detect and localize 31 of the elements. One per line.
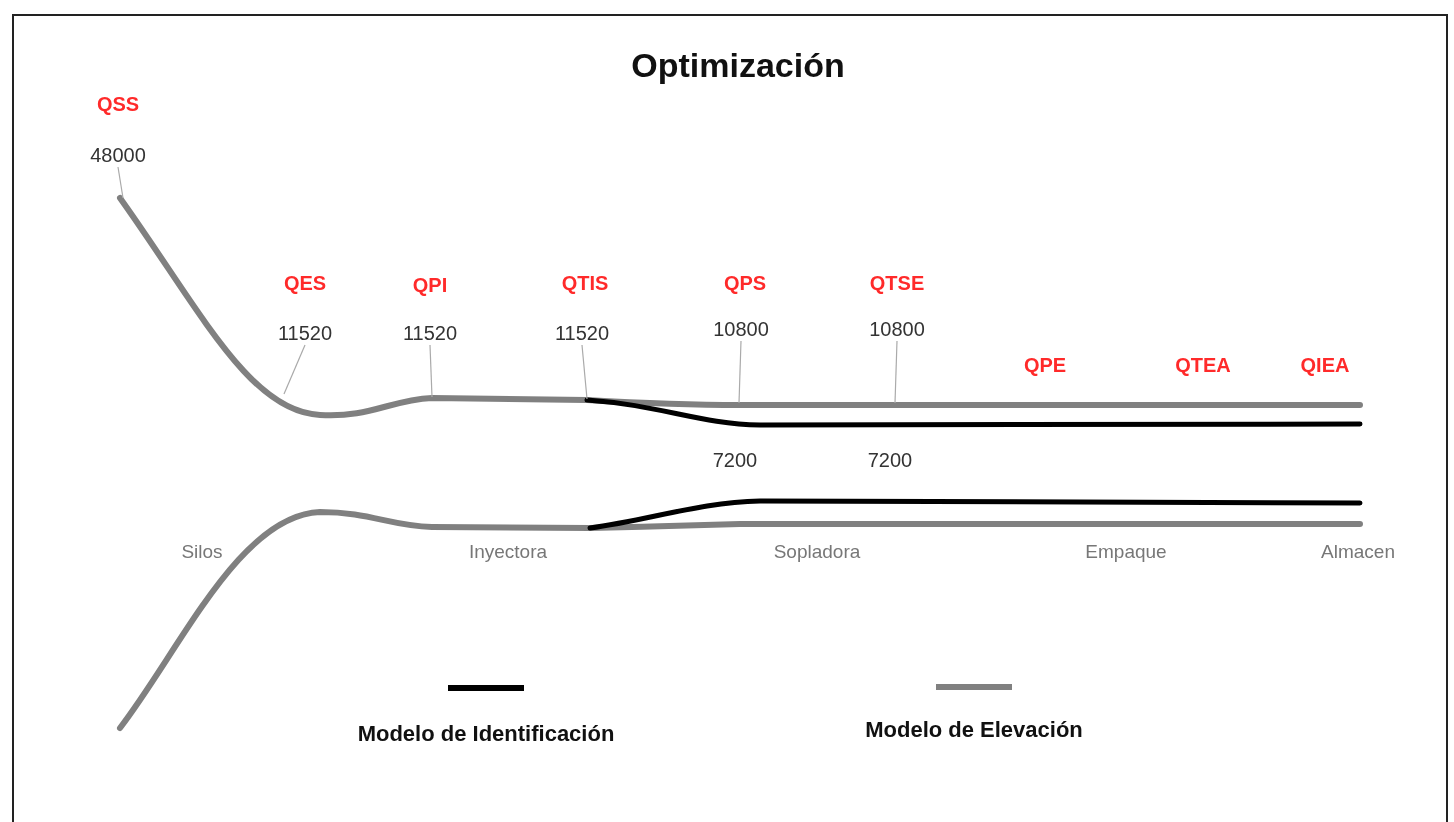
data-value: 11520	[402, 321, 458, 345]
leader-line	[429, 344, 433, 398]
variable-label: QTSE	[868, 271, 926, 295]
variable-label: QPI	[411, 273, 449, 297]
data-value: 7200	[866, 448, 914, 472]
stage-label: Silos	[180, 540, 224, 564]
leader-line	[738, 340, 742, 404]
legend-text: Modelo de Elevación	[864, 717, 1084, 743]
stage-label: Almacen	[1320, 540, 1396, 564]
data-value: 7200	[711, 448, 759, 472]
stage-label: Inyectora	[467, 540, 549, 564]
variable-label: QTEA	[1174, 353, 1232, 377]
variable-label: QSS	[95, 92, 141, 116]
chart-title: Optimización	[630, 46, 846, 85]
leader-line	[117, 166, 124, 199]
data-value: 10800	[713, 317, 769, 341]
leader-line	[283, 344, 306, 395]
leader-line	[581, 344, 588, 400]
variable-label: QPE	[1022, 353, 1068, 377]
variable-label: QES	[282, 271, 328, 295]
legend-text: Modelo de Identificación	[356, 721, 616, 747]
data-value: 10800	[869, 317, 925, 341]
variable-label: QPS	[722, 271, 768, 295]
stage-label: Sopladora	[772, 540, 862, 564]
variable-label: QIEA	[1299, 353, 1351, 377]
data-value: 11520	[554, 321, 610, 345]
stage-label: Empaque	[1084, 540, 1168, 564]
leader-line	[894, 340, 898, 404]
variable-label: QTIS	[560, 271, 610, 295]
data-value: 11520	[277, 321, 333, 345]
data-value: 48000	[90, 143, 146, 167]
